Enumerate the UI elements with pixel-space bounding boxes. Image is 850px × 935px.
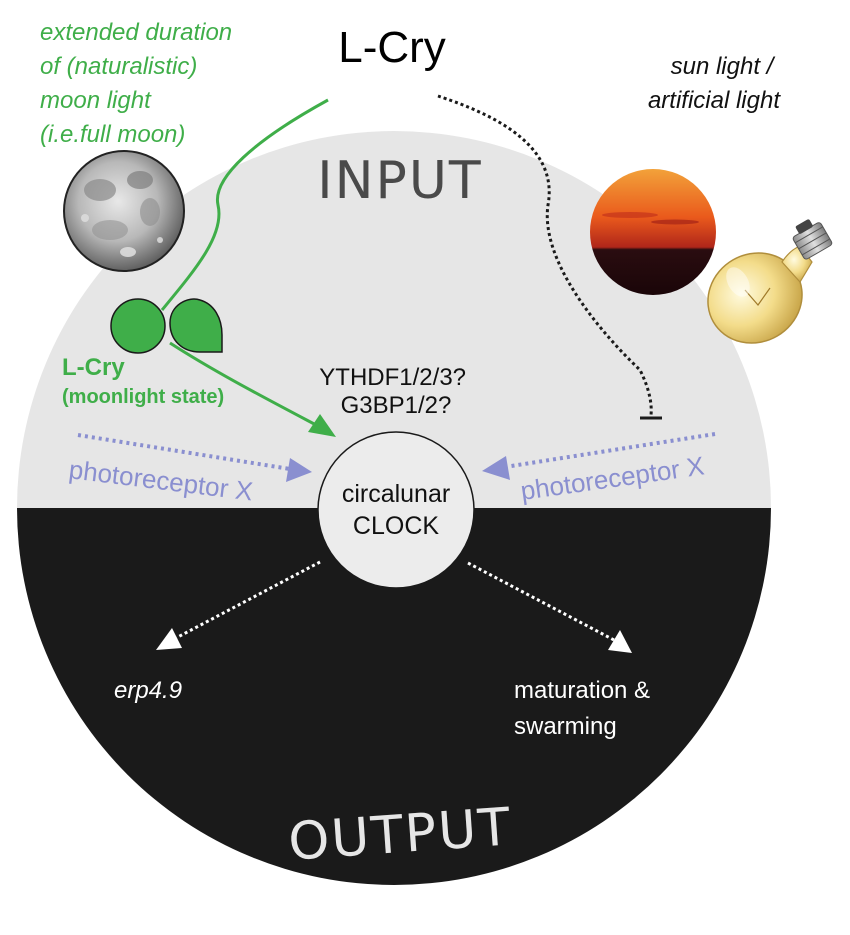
moon-note-line-4: (i.e.full moon)	[40, 121, 185, 148]
candidate-g3bp: G3BP1/2?	[341, 392, 452, 419]
output-arrow-erp-head	[156, 628, 182, 650]
sun-note-line-2: artificial light	[648, 87, 781, 114]
sunlight-inhibition-line	[437, 94, 653, 416]
circalunar-clock	[317, 431, 475, 589]
lcry-state-label: (moonlight state)	[62, 386, 224, 408]
input-label: INPUT	[317, 151, 482, 211]
candidate-ythdf: YTHDF1/2/3?	[319, 364, 466, 391]
candidates-text: YTHDF1/2/3? G3BP1/2?	[319, 364, 472, 419]
output-maturation-label: maturation & swarming	[514, 677, 657, 740]
lcry-dimer-icon	[110, 298, 223, 354]
photoreceptor-left-arrow	[77, 433, 291, 471]
lcry-to-clock-arrow	[169, 341, 319, 428]
lcry-state-name: L-Cry	[62, 354, 125, 381]
moon-note-line-2: of (naturalistic)	[40, 53, 197, 80]
full-moon-image	[63, 150, 185, 272]
title: L-Cry	[338, 23, 446, 72]
output-half	[17, 508, 771, 885]
sun-note-line-1: sun light /	[671, 53, 776, 80]
moon-note-line-3: moon light	[40, 87, 152, 114]
photoreceptor-right-arrow-head	[482, 456, 510, 480]
photoreceptor-right-arrow	[504, 432, 716, 469]
lcry-moonlight-line	[160, 98, 329, 311]
photoreceptor-left-arrow-head	[286, 458, 312, 482]
output-maturation-line-2: swarming	[514, 713, 617, 740]
lcry-arrow-head	[308, 414, 336, 437]
sunset-image	[590, 169, 716, 295]
clock-label-2: CLOCK	[353, 512, 439, 540]
input-half	[17, 131, 771, 508]
sun-note: sun light / artificial light	[648, 53, 781, 114]
light-bulb-image	[707, 219, 833, 344]
output-erp-label: erp4.9	[114, 677, 182, 704]
clock-label-1: circalunar	[342, 480, 450, 508]
moon-note: extended duration of (naturalistic) moon…	[40, 19, 239, 148]
output-maturation-line-1: maturation &	[514, 677, 650, 704]
output-arrow-maturation-head	[608, 630, 632, 653]
moon-note-line-1: extended duration	[40, 19, 232, 46]
